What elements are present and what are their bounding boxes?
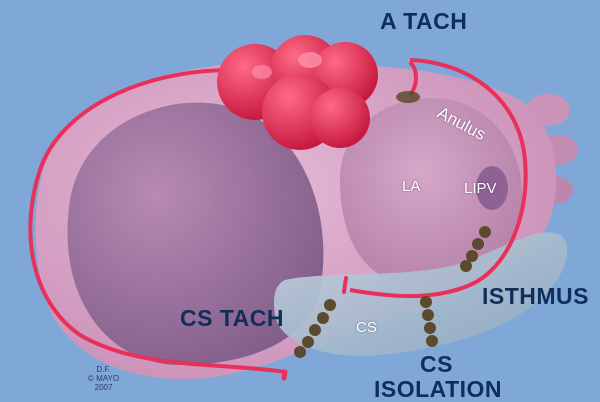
lesion-cs-tach-4 [302, 336, 314, 348]
lesion-anulus [396, 91, 420, 103]
artist-credit: D.F. © MAYO 2007 [88, 365, 119, 392]
ventricle-cavity [67, 102, 324, 366]
label-isthmus: ISTHMUS [482, 283, 589, 309]
lesion-cs-tach-1 [324, 299, 336, 311]
lesion-isthmus-1 [479, 226, 491, 238]
lesion-cs-iso-3 [424, 322, 436, 334]
label-cs-isolation-line2: ISOLATION [374, 376, 503, 402]
lesion-cs-tach-3 [309, 324, 321, 336]
label-cs: CS [356, 319, 377, 336]
label-cs-isolation-line1: CS [420, 351, 453, 377]
catheter-isthmus-tip [342, 276, 348, 294]
lesion-isthmus-2 [472, 238, 484, 250]
label-a-tach: A TACH [380, 8, 468, 34]
catheter-anulus [349, 58, 528, 299]
lesion-isthmus-4 [460, 260, 472, 272]
catheter-loop-tip [281, 369, 288, 381]
credit-line-2: © MAYO [88, 374, 120, 383]
lesion-cs-tach-5 [294, 346, 306, 358]
label-lipv: LIPV [464, 180, 497, 197]
catheter-loop [28, 68, 286, 374]
lesion-isthmus-3 [466, 250, 478, 262]
credit-line-3: 2007 [94, 383, 113, 392]
lesion-cs-iso-4 [426, 335, 438, 347]
lesion-cs-iso-1 [420, 296, 432, 308]
credit-line-1: D.F. [96, 365, 111, 374]
ablation-lesions [294, 91, 491, 358]
a-tach-aneurysm [217, 35, 378, 150]
lesion-cs-tach-2 [317, 312, 329, 324]
lesion-cs-iso-2 [422, 309, 434, 321]
label-la: LA [402, 178, 421, 195]
lipv-orifice [476, 166, 508, 210]
label-cs-tach: CS TACH [180, 305, 285, 331]
